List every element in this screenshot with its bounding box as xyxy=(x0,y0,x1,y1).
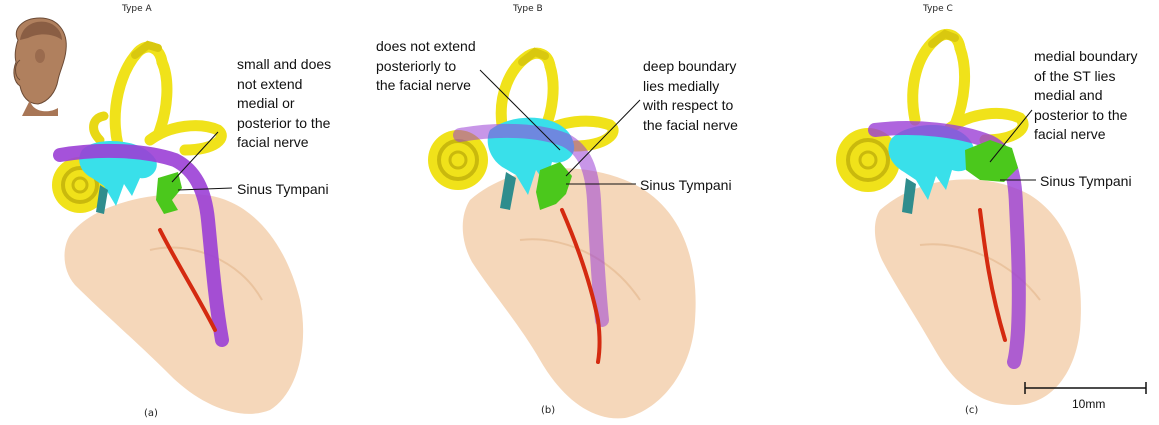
panel-b-type-label: Type B xyxy=(513,4,543,14)
annotation-line: of the ST lies xyxy=(1034,67,1138,87)
panel-b-right-leader-line xyxy=(566,100,640,176)
panel-b-label: (b) xyxy=(541,405,555,416)
panel-c-sinus-tympani-label: Sinus Tympani xyxy=(1040,173,1132,189)
scale-bar-label: 10mm xyxy=(1072,397,1105,411)
semicircular-canals-a xyxy=(94,45,222,150)
panel-a-annotation: small and does not extend medial or post… xyxy=(237,55,331,153)
panel-b-sinus-tympani-label: Sinus Tympani xyxy=(640,177,732,193)
temporal-bone-b xyxy=(463,168,696,418)
panel-a-label: (a) xyxy=(144,408,158,419)
annotation-line: posterior to the xyxy=(1034,106,1138,126)
panel-b-left-annotation: does not extend posteriorly to the facia… xyxy=(376,37,476,96)
panel-c-label: (c) xyxy=(965,405,978,416)
annotation-line: the facial nerve xyxy=(376,76,476,96)
annotation-line: posteriorly to xyxy=(376,57,476,77)
annotation-line: not extend xyxy=(237,75,331,95)
annotation-line: does not extend xyxy=(376,37,476,57)
cochlea-c xyxy=(836,128,900,192)
annotation-line: the facial nerve xyxy=(643,116,738,136)
annotation-line: small and does xyxy=(237,55,331,75)
panel-c-type-label: Type C xyxy=(923,4,953,14)
annotation-line: medial and xyxy=(1034,86,1138,106)
panel-a-sinus-tympani-label: Sinus Tympani xyxy=(237,181,329,197)
head-orientation-icon xyxy=(14,18,66,116)
annotation-line: deep boundary xyxy=(643,57,738,77)
annotation-line: medial or xyxy=(237,94,331,114)
panel-a-type-label: Type A xyxy=(122,4,152,14)
annotation-line: with respect to xyxy=(643,96,738,116)
annotation-line: facial nerve xyxy=(237,133,331,153)
panel-b-right-annotation: deep boundary lies medially with respect… xyxy=(643,57,738,135)
panel-c-annotation: medial boundary of the ST lies medial an… xyxy=(1034,47,1138,145)
annotation-line: lies medially xyxy=(643,77,738,97)
annotation-line: facial nerve xyxy=(1034,125,1138,145)
temporal-bone-a xyxy=(65,194,304,414)
annotation-line: posterior to the xyxy=(237,114,331,134)
temporal-bone-c xyxy=(875,179,1081,405)
annotation-line: medial boundary xyxy=(1034,47,1138,67)
